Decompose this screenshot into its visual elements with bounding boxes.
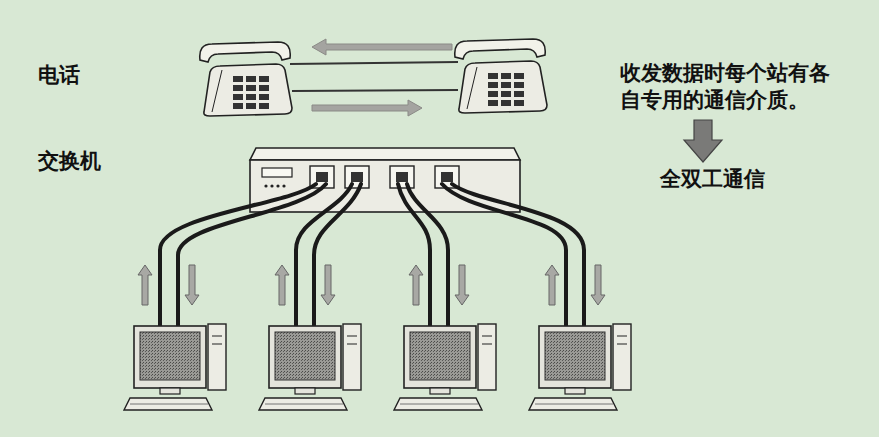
network-cable — [442, 184, 566, 326]
data-direction-arrow — [545, 265, 559, 305]
computer — [259, 324, 361, 410]
switch — [351, 172, 363, 182]
computer — [124, 324, 226, 410]
switch — [264, 184, 267, 187]
network-cable — [178, 184, 326, 326]
network-cable — [314, 184, 361, 326]
phone-line — [290, 62, 458, 91]
telephone — [455, 39, 547, 113]
data-direction-arrow — [138, 265, 152, 305]
switch — [270, 184, 273, 187]
result-arrow — [684, 120, 722, 162]
data-direction-arrow — [275, 265, 289, 305]
data-direction-arrow — [185, 265, 199, 305]
network-cable — [296, 184, 352, 326]
computer — [124, 324, 631, 410]
result-label: 全双工通信 — [660, 166, 765, 193]
phone-line — [292, 90, 458, 91]
device-label: 电话 — [38, 62, 80, 89]
network-cable — [407, 184, 448, 326]
telephone — [200, 42, 292, 116]
network-cable — [398, 184, 430, 326]
direction-arrow — [312, 100, 422, 116]
data-direction-arrow — [138, 265, 605, 305]
data-direction-arrow — [591, 265, 605, 305]
phone-line — [290, 62, 458, 64]
switch — [390, 166, 414, 188]
network-cable — [160, 184, 584, 326]
computer — [394, 324, 496, 410]
switch — [262, 168, 292, 177]
switch — [316, 172, 328, 182]
data-direction-arrow — [321, 265, 335, 305]
note-text: 收发数据时每个站有各 自专用的通信介质。 — [620, 60, 844, 114]
device-label: 交换机 — [38, 148, 101, 175]
switch — [396, 172, 408, 182]
data-direction-arrow — [455, 265, 469, 305]
result-arrow — [684, 120, 722, 162]
network-cable — [452, 184, 584, 326]
data-direction-arrow — [409, 265, 423, 305]
switch — [345, 166, 369, 188]
switch — [441, 172, 453, 182]
direction-arrow — [312, 39, 452, 55]
direction-arrow — [312, 39, 452, 116]
computer — [529, 324, 631, 410]
switch — [276, 184, 279, 187]
telephone — [200, 39, 547, 116]
switch — [282, 184, 285, 187]
switch — [250, 148, 520, 160]
